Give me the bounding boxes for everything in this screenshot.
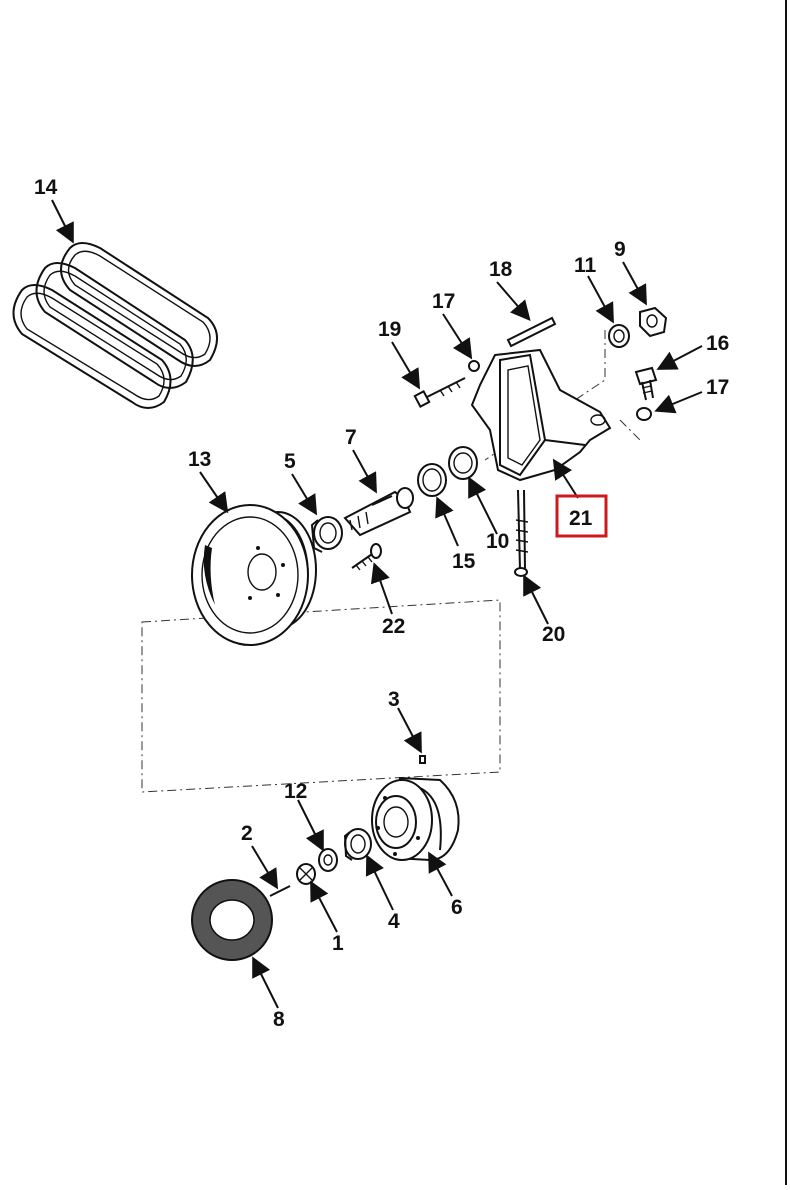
- screw-3-part: [419, 755, 426, 764]
- bearing-5-part: [310, 516, 343, 553]
- callout-3: 3: [388, 688, 400, 711]
- washer-11-part: [608, 324, 630, 348]
- callout-21-highlight-box: [555, 494, 608, 538]
- bracket-21-part: [470, 348, 612, 482]
- callout-1: 1: [332, 932, 344, 955]
- callout-17-lower: 17: [706, 376, 729, 399]
- bolt-20-part: [514, 489, 529, 577]
- shaft-part: [343, 487, 414, 537]
- washer-17-lower-part: [636, 407, 652, 421]
- callout-4: 4: [388, 910, 400, 933]
- nut-1-part: [296, 863, 316, 885]
- callout-9: 9: [614, 238, 626, 261]
- callout-7: 7: [345, 426, 357, 449]
- washer-12-part: [318, 848, 338, 872]
- hub-6-part: [371, 776, 460, 862]
- pin-18-part: [506, 316, 557, 348]
- callout-11: 11: [574, 254, 597, 277]
- callout-8: 8: [273, 1008, 285, 1031]
- callout-6: 6: [451, 896, 463, 919]
- washer-10-part: [448, 446, 478, 480]
- callout-16: 16: [706, 332, 729, 355]
- callout-18: 18: [489, 258, 513, 281]
- right-border-line: [785, 0, 787, 1185]
- callout-14: 14: [34, 176, 58, 199]
- callout-12: 12: [284, 780, 307, 803]
- callout-labels: 14 13 5 7 18 11 9 17 19 16 17 10 15 20 2…: [34, 176, 729, 1031]
- clip-17-upper-part: [468, 360, 480, 372]
- bearing-4-part: [343, 828, 372, 861]
- callout-13: 13: [188, 448, 211, 471]
- bolt-22-part: [351, 543, 382, 571]
- drive-belts-part: [12, 242, 218, 409]
- bolt-19-part: [413, 377, 466, 408]
- callout-2: 2: [241, 822, 253, 845]
- gasket-8-part: [191, 879, 273, 961]
- callout-5: 5: [284, 450, 296, 473]
- callout-22: 22: [382, 615, 405, 638]
- nut-9-part: [639, 306, 668, 338]
- seal-15-part: [417, 463, 447, 497]
- bolt-16-part: [634, 366, 658, 401]
- pin-2-part: [269, 885, 291, 897]
- leader-arrows: [51, 199, 703, 1009]
- pulley-part: [190, 504, 317, 646]
- callout-17-upper: 17: [432, 290, 455, 313]
- callout-19: 19: [378, 318, 401, 341]
- callout-20: 20: [542, 623, 565, 646]
- callout-15: 15: [452, 550, 476, 573]
- callout-10: 10: [486, 530, 509, 553]
- callout-21: 21: [569, 507, 593, 530]
